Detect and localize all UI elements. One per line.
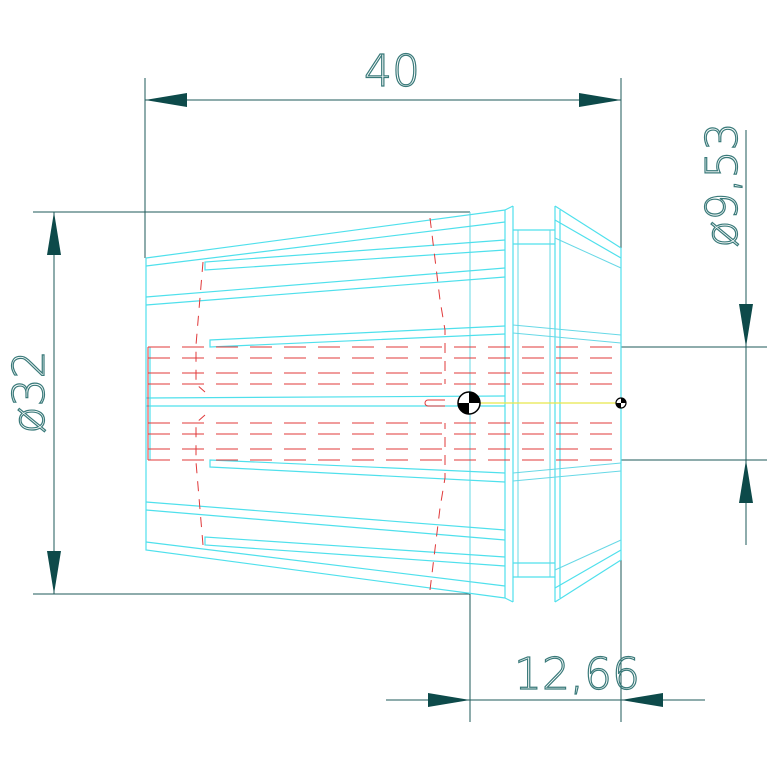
length-label: 40 xyxy=(364,46,420,97)
length-dimension: 40 xyxy=(144,45,622,258)
outer-diameter-label: ø32 xyxy=(4,351,55,434)
hidden-lines xyxy=(147,217,621,591)
bore-diameter-label: ø9,53 xyxy=(697,123,748,248)
nose-length-dimension: 12,66 xyxy=(386,560,705,722)
outer-diameter-dimension: ø32 xyxy=(3,211,470,595)
nose-center-marker xyxy=(615,397,627,409)
nose-length-label: 12,66 xyxy=(514,649,640,700)
collet-outline xyxy=(145,205,622,603)
bore-diameter-dimension: ø9,53 xyxy=(621,122,767,545)
center-of-gravity-marker xyxy=(457,391,481,415)
